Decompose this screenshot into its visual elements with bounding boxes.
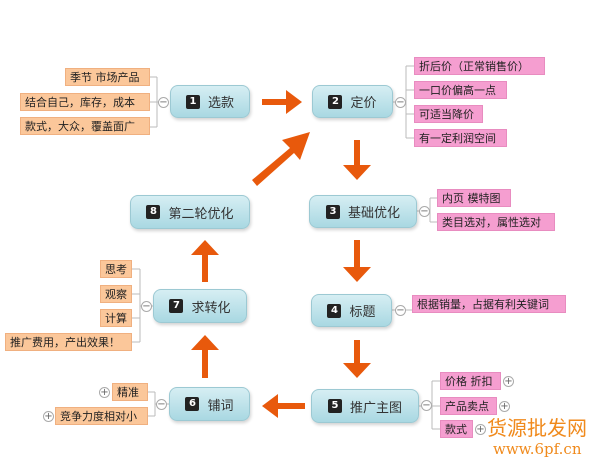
node-7-conversion[interactable]: 7 求转化: [153, 289, 247, 323]
node-label: 铺词: [207, 398, 234, 414]
arrow-left: [262, 394, 305, 418]
expand-icon[interactable]: +: [475, 424, 486, 435]
node-number: 3: [325, 204, 340, 219]
leaf[interactable]: 产品卖点: [440, 397, 497, 415]
flow-arrows: [191, 90, 371, 418]
expand-icon[interactable]: +: [99, 387, 110, 398]
node-number: 6: [185, 397, 200, 411]
arrow-down: [343, 340, 371, 378]
arrow-up: [191, 240, 219, 282]
leaf[interactable]: 内页 模特图: [437, 189, 511, 207]
node-1-select-product[interactable]: 1 选款: [170, 85, 250, 118]
leaf[interactable]: 可适当降价: [414, 105, 483, 123]
node-number: 1: [185, 94, 200, 109]
node-number: 5: [327, 399, 342, 413]
node-number: 8: [146, 205, 161, 219]
node-label: 推广主图: [349, 400, 402, 416]
collapse-icon[interactable]: −: [395, 97, 406, 108]
arrow-up: [191, 335, 219, 378]
leaf[interactable]: 折后价（正常销售价）: [414, 57, 545, 75]
collapse-icon[interactable]: −: [421, 400, 432, 411]
leaf[interactable]: 类目选对，属性选对: [437, 213, 555, 231]
node-label: 标题: [349, 305, 376, 320]
leaf[interactable]: 计算: [100, 309, 132, 327]
leaf[interactable]: 根据销量，占据有利关键词: [412, 295, 566, 313]
node-5-main-image[interactable]: 5 推广主图: [311, 389, 419, 423]
collapse-icon[interactable]: −: [156, 399, 167, 410]
node-label: 定价: [350, 96, 377, 111]
leaf[interactable]: 精准: [112, 383, 148, 401]
leaf[interactable]: 一口价偏高一点: [414, 81, 507, 99]
node-4-title[interactable]: 4 标题: [311, 294, 392, 327]
node-label: 基础优化: [347, 206, 400, 221]
leaf[interactable]: 竞争力度相对小: [55, 407, 148, 425]
leaf[interactable]: 推广费用，产出效果！: [5, 333, 132, 351]
arrow-down: [343, 140, 371, 180]
leaf[interactable]: 款式: [440, 420, 473, 438]
watermark-name: 货源批发网: [487, 416, 587, 440]
leaf[interactable]: 季节 市场产品: [65, 68, 150, 86]
arrow-right: [262, 90, 302, 114]
expand-icon[interactable]: +: [499, 401, 510, 412]
leaf[interactable]: 思考: [100, 260, 132, 278]
node-2-pricing[interactable]: 2 定价: [312, 85, 393, 118]
node-3-basic-optimization[interactable]: 3 基础优化: [309, 195, 417, 228]
node-number: 4: [327, 303, 342, 318]
arrow-diagonal: [252, 132, 310, 186]
node-6-keywords[interactable]: 6 铺词: [169, 387, 250, 421]
leaf[interactable]: 款式，大众，覆盖面广: [20, 117, 150, 135]
node-number: 2: [328, 94, 343, 109]
leaf[interactable]: 有一定利润空间: [414, 129, 507, 147]
arrow-down: [343, 240, 371, 282]
collapse-icon[interactable]: −: [419, 206, 430, 217]
collapse-icon[interactable]: −: [141, 301, 152, 312]
collapse-icon[interactable]: −: [395, 305, 406, 316]
node-label: 选款: [207, 96, 234, 111]
node-number: 7: [169, 299, 184, 313]
expand-icon[interactable]: +: [503, 376, 514, 387]
collapse-icon[interactable]: −: [158, 97, 169, 108]
watermark-url: www.6pf.cn: [493, 440, 582, 458]
expand-icon[interactable]: +: [43, 411, 54, 422]
node-8-second-optimization[interactable]: 8 第二轮优化: [130, 195, 250, 229]
leaf[interactable]: 价格 折扣: [440, 372, 501, 390]
leaf[interactable]: 观察: [100, 285, 132, 303]
leaf[interactable]: 结合自己，库存，成本: [20, 93, 150, 111]
node-label: 求转化: [191, 300, 231, 316]
node-label: 第二轮优化: [168, 206, 234, 222]
